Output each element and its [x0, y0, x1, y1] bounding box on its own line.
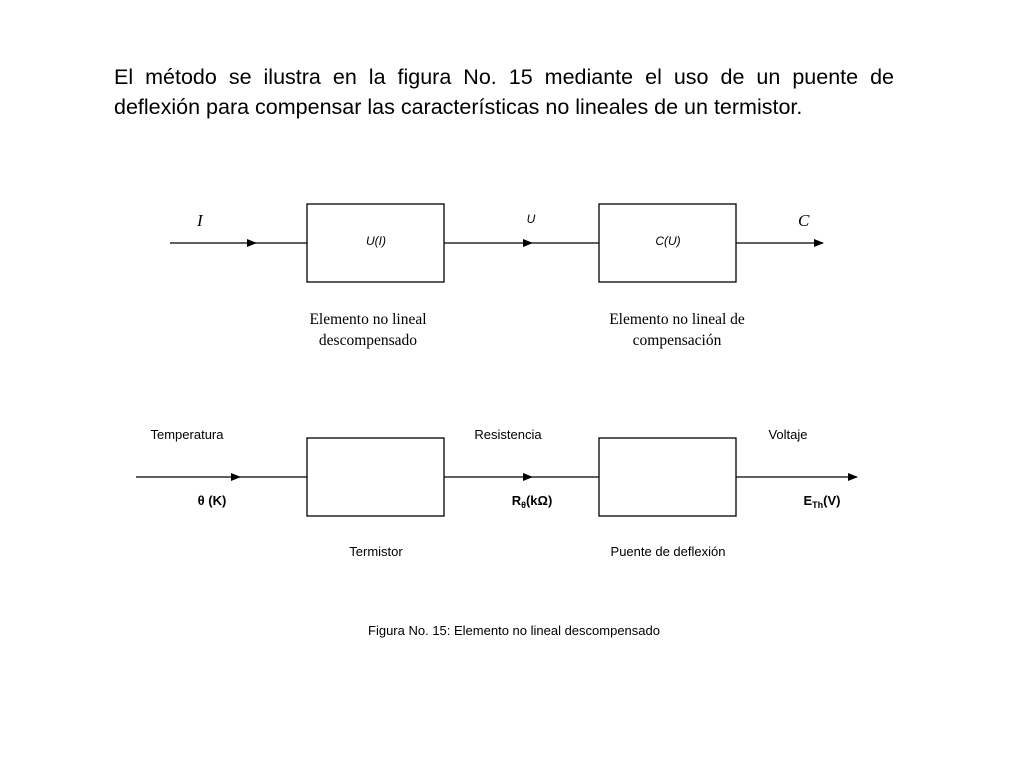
- top-caption-1-line-2: descompensado: [319, 332, 417, 349]
- top-input-label: I: [196, 211, 204, 230]
- resistance-unit: (kΩ): [526, 493, 552, 508]
- voltage-unit: (V): [823, 493, 840, 508]
- bottom-middle-label: Resistencia: [474, 427, 542, 442]
- top-output-label: C: [798, 211, 810, 230]
- bottom-input-symbol: θ (K): [198, 493, 227, 508]
- top-block-2-label: C(U): [655, 234, 680, 248]
- figure-caption: Figura No. 15: Elemento no lineal descom…: [368, 623, 660, 638]
- top-caption-2-line-1: Elemento no lineal de: [609, 311, 745, 328]
- bottom-block-1-caption: Termistor: [349, 544, 403, 559]
- bottom-block-2-caption: Puente de deflexión: [611, 544, 726, 559]
- bottom-output-symbol: ETh(V): [803, 493, 840, 510]
- bottom-output-label: Voltaje: [768, 427, 807, 442]
- top-block-1-label: U(I): [366, 234, 386, 248]
- bottom-block-1: [306, 437, 445, 517]
- intro-paragraph: El método se ilustra en la figura No. 15…: [114, 65, 894, 119]
- bottom-input-label: Temperatura: [151, 427, 225, 442]
- voltage-symbol: E: [803, 493, 812, 508]
- top-middle-label: U: [527, 212, 536, 226]
- resistance-symbol: R: [512, 493, 522, 508]
- top-caption-2-line-2: compensación: [633, 332, 722, 349]
- bottom-middle-symbol: Rθ(kΩ): [512, 493, 553, 510]
- resistance-subscript: θ: [521, 500, 526, 510]
- bottom-block-2: [598, 437, 737, 517]
- top-caption-1-line-1: Elemento no lineal: [309, 311, 426, 328]
- voltage-subscript: Th: [812, 500, 823, 510]
